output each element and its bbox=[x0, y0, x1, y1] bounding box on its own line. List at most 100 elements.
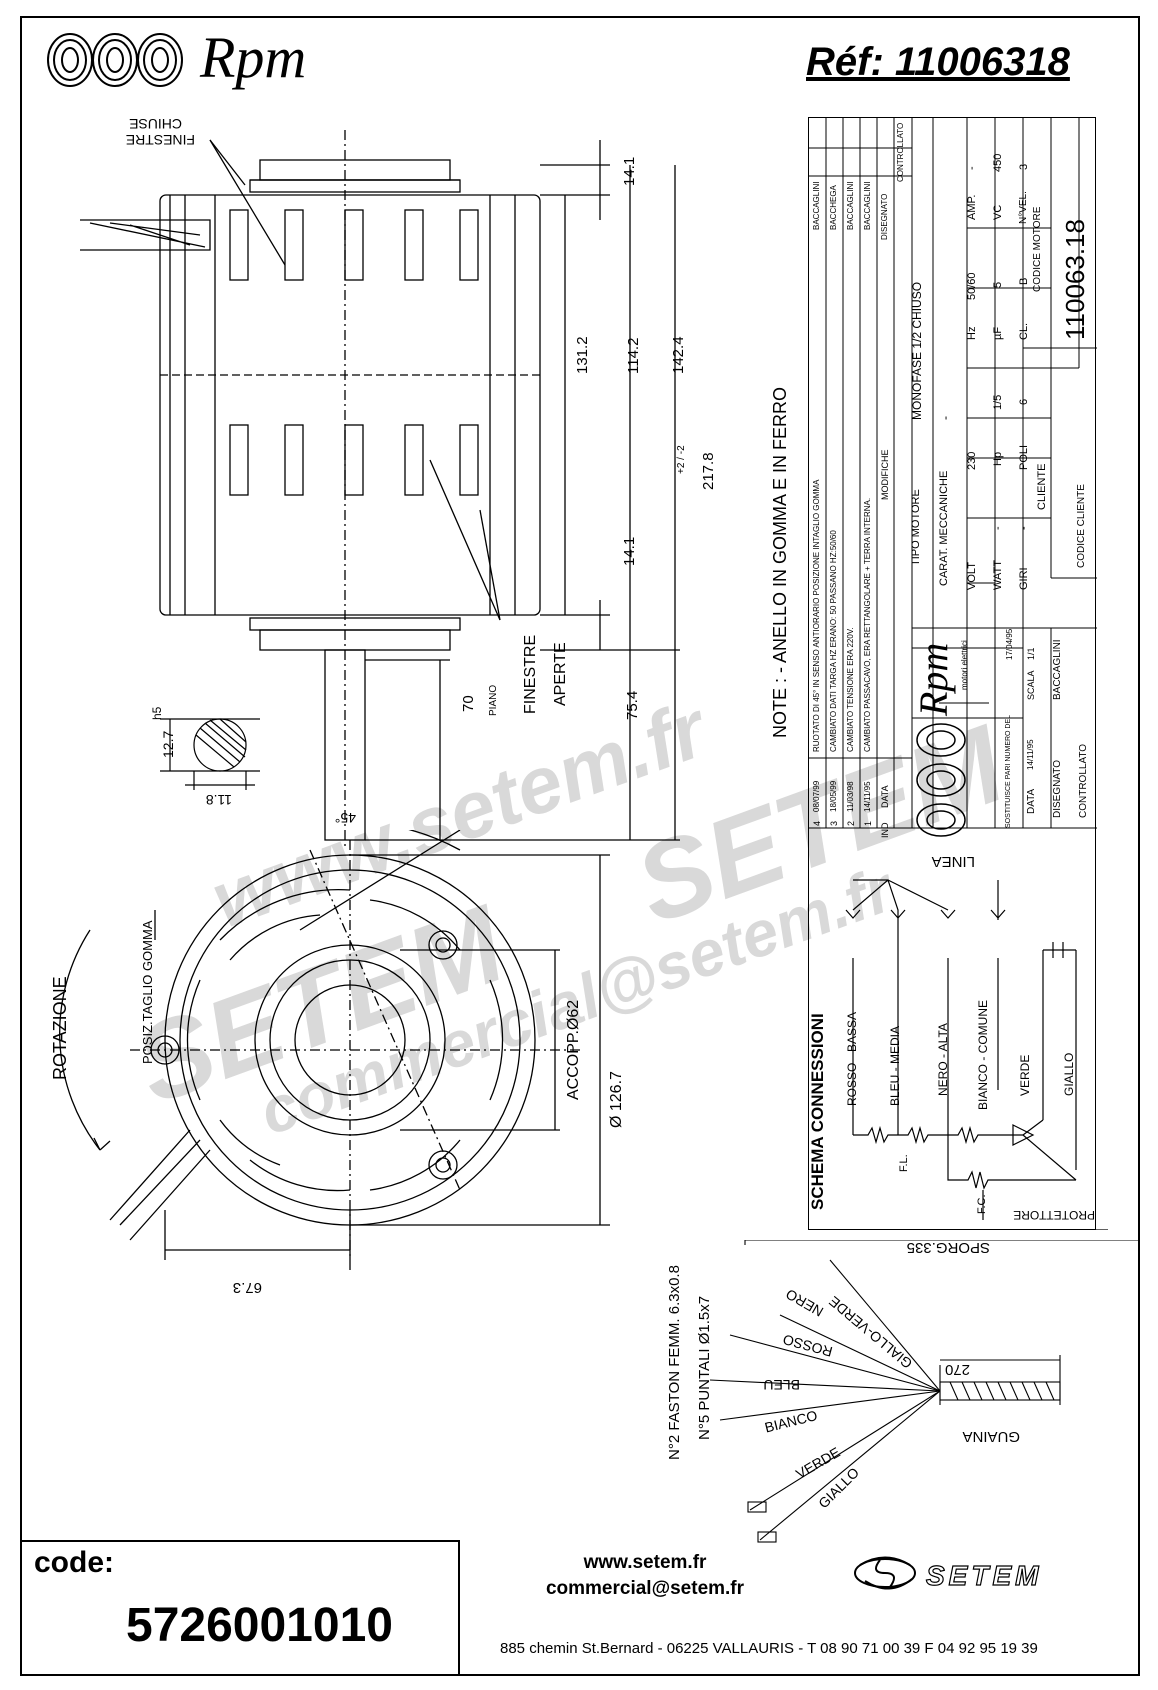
cable-wire-bleu: BLEU bbox=[763, 1377, 800, 1393]
header-controllato: CONTROLLATO bbox=[896, 122, 905, 182]
disegnato-value: BACCAGLINI bbox=[1052, 639, 1063, 700]
change-date-2: 11/03/98 bbox=[846, 781, 855, 812]
change-text-3: CAMBIATO DATI TARGA HZ ERANO: 50 PASSANO… bbox=[829, 530, 838, 752]
schema-fc: F.C. bbox=[976, 1194, 988, 1214]
code-box bbox=[20, 1540, 460, 1676]
angle-45-label: 45° bbox=[334, 810, 356, 826]
footer-brand: SETEM bbox=[925, 1559, 1043, 1591]
cl-label: CL. bbox=[1018, 322, 1030, 340]
poli-label: POLI bbox=[1018, 444, 1030, 470]
change-ind-1: 1 bbox=[863, 820, 873, 826]
data-value: 14/11/95 bbox=[1026, 739, 1035, 770]
wire-rosso-bassa: ROSSO - BASSA bbox=[845, 1011, 859, 1106]
hz-value: 50/60 bbox=[966, 272, 978, 300]
nvel-value: 3 bbox=[1018, 163, 1030, 170]
uf-label: µF bbox=[992, 326, 1004, 340]
change-text-2: CAMBIATO TENSIONE ERA 220V. bbox=[846, 627, 855, 752]
motor-front-view bbox=[59, 830, 610, 1270]
header-ind: IND bbox=[880, 822, 890, 839]
title-block-rpm-coil-icon bbox=[916, 723, 966, 837]
watt-value: - bbox=[992, 526, 1004, 530]
cable-drawing bbox=[709, 1240, 1140, 1543]
change-ind-4: 4 bbox=[812, 820, 822, 826]
volt-label: VOLT bbox=[966, 562, 978, 590]
change-by-1: BACCAGLINI bbox=[863, 181, 872, 230]
footer-site: www.setem.fr bbox=[583, 1552, 707, 1573]
dim-14-1-bottom: 14.1 bbox=[621, 536, 638, 566]
shaft-dim-12-7: 12.7 bbox=[160, 730, 176, 758]
title-block-grid bbox=[809, 118, 1097, 829]
cable-guaina: GUAINA bbox=[962, 1428, 1020, 1445]
data-label: DATA bbox=[1026, 788, 1037, 814]
amp-label: AMP. bbox=[966, 194, 978, 220]
note-text: NOTE : - ANELLO IN GOMMA E IN FERRO bbox=[770, 386, 790, 738]
wire-bianco-comune: BIANCO - COMUNE bbox=[976, 999, 990, 1110]
footer-email: commercial@setem.fr bbox=[545, 1578, 745, 1599]
schema-protettore: PROTETTORE bbox=[1013, 1208, 1095, 1222]
amp-value: - bbox=[966, 166, 978, 170]
brand-name: Rpm bbox=[200, 25, 307, 90]
hz-label: Hz bbox=[966, 326, 978, 340]
cliente-label: CLIENTE bbox=[1036, 463, 1048, 510]
wire-bleu-media: BLEU - MEDIA bbox=[888, 1025, 902, 1106]
dim-piano: PIANO bbox=[488, 684, 499, 716]
dim-131-2: 131.2 bbox=[574, 336, 591, 374]
giri-value: - bbox=[1018, 526, 1030, 530]
carat-label: CARAT. MECCANICHE bbox=[938, 470, 950, 586]
posiz-taglio-gomma-label: POSIZ.TAGLIO GOMMA bbox=[140, 920, 155, 1065]
connection-schema bbox=[808, 850, 1108, 1230]
change-by-4: BACCAGLINI bbox=[812, 181, 821, 230]
schema-title: SCHEMA CONNESSIONI bbox=[808, 1013, 827, 1210]
reference-number: Réf: 11006318 bbox=[806, 40, 1070, 84]
shaft-section bbox=[160, 718, 260, 790]
sostituisce-label: SOSTITUISCE PARI NUMERO DEL bbox=[1005, 714, 1012, 828]
vc-value: 450 bbox=[992, 153, 1004, 172]
label-finestre-aperte-2: APERTE bbox=[552, 642, 569, 706]
rpm-coil-icon bbox=[47, 33, 183, 87]
change-date-4: 08/07/99 bbox=[812, 780, 821, 812]
schema-fl: F.L. bbox=[898, 1154, 910, 1172]
rpm-logo bbox=[40, 30, 190, 95]
dim-142-4: 142.4 bbox=[670, 336, 687, 374]
vc-label: VC bbox=[992, 204, 1004, 220]
change-text-1: CAMBIATO PASSACAVO, ERA RETTANGOLARE + T… bbox=[863, 497, 872, 752]
drawing-frame bbox=[20, 16, 1140, 1676]
diameter-126-7-label: Ø 126.7 bbox=[608, 1071, 625, 1128]
header-modifiche: MODIFICHE bbox=[880, 449, 890, 501]
label-finestre-aperte-1: FINESTRE bbox=[522, 634, 539, 714]
change-by-2: BACCAGLINI bbox=[846, 181, 855, 230]
giri-label: GIRI bbox=[1018, 567, 1030, 590]
schema-linea: LINEA bbox=[931, 853, 975, 870]
poli-value: 6 bbox=[1018, 398, 1030, 405]
sostituisce-date: 17/04/95 bbox=[1005, 628, 1014, 660]
wire-nero-alta: NERO - ALTA bbox=[936, 1023, 950, 1096]
codice-cliente-label: CODICE CLIENTE bbox=[1076, 484, 1087, 568]
cable-fastons: N°2 FASTON FEMM. 6.3x0.8 bbox=[666, 1265, 683, 1460]
footer-address: 885 chemin St.Bernard - 06225 VALLAURIS … bbox=[500, 1640, 1038, 1657]
code-value: 5726001010 bbox=[126, 1599, 393, 1652]
cable-sporg: SPORG.335 bbox=[906, 1239, 990, 1256]
change-by-3: BACCHEGA bbox=[829, 185, 838, 230]
wire-giallo: GIALLO bbox=[1062, 1052, 1076, 1096]
cable-puntali: N°5 PUNTALI Ø1.5x7 bbox=[696, 1295, 713, 1440]
disegnato-label: DISEGNATO bbox=[1052, 760, 1063, 818]
dim-114-2: 114.2 bbox=[625, 337, 642, 374]
change-ind-3: 3 bbox=[829, 820, 839, 826]
accopp-label: ACCOPP.Ø62 bbox=[565, 999, 582, 1100]
dim-14-1-top: 14.1 bbox=[621, 156, 638, 186]
nvel-label: N°VEL. bbox=[1018, 191, 1029, 224]
title-block-logo-sub: motori elettrici bbox=[960, 640, 969, 690]
dim-75-4: 75.4 bbox=[624, 690, 641, 720]
scala-label: SCALA bbox=[1026, 670, 1036, 700]
cable-length: 270 bbox=[944, 1361, 970, 1378]
setem-logo-icon bbox=[854, 1556, 916, 1590]
change-date-3: 18/05/99 bbox=[829, 780, 838, 812]
codice-motore-label: CODICE MOTORE bbox=[1032, 206, 1043, 292]
dim-67-3-label: 67.3 bbox=[232, 1279, 262, 1296]
controllato-label: CONTROLLATO bbox=[1078, 743, 1089, 818]
change-text-4: RUOTATO DI 45° IN SENSO ANTIORARIO POSIZ… bbox=[812, 479, 821, 752]
dim-70: 70 bbox=[460, 695, 477, 712]
hp-label: Hp bbox=[992, 451, 1004, 466]
shaft-tolerance-h5: h5 bbox=[150, 706, 164, 720]
scala-value: 1/1 bbox=[1026, 647, 1036, 660]
